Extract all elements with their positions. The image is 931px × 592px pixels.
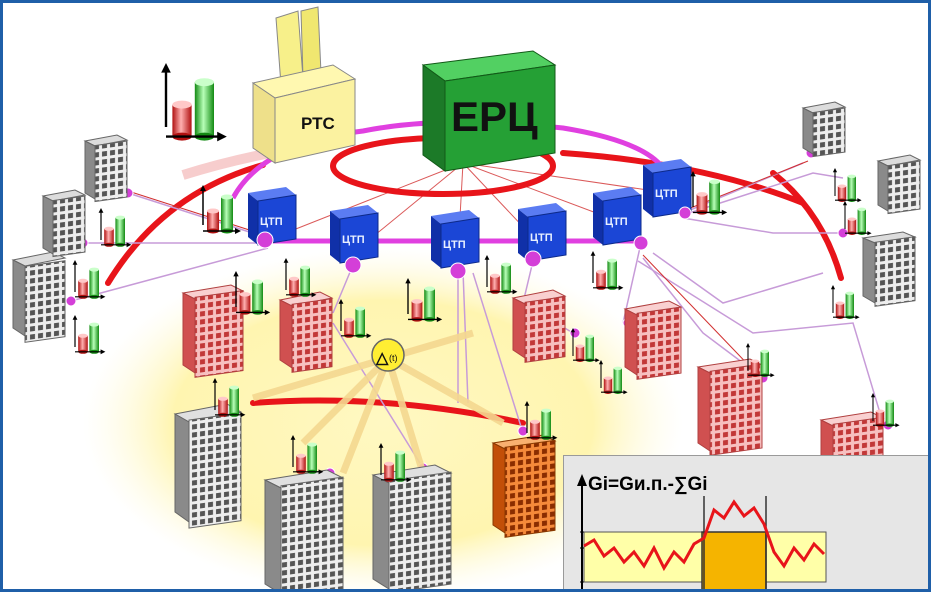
- building-icon: [861, 231, 917, 307]
- substation-icon: ЦТП: [593, 187, 642, 246]
- junction-dot-icon: [344, 256, 362, 274]
- delta-arg: (t): [389, 353, 398, 363]
- buildings-gray: [11, 101, 922, 589]
- substation-label: ЦТП: [443, 239, 466, 251]
- bar-chart-icon: [870, 393, 900, 428]
- substation-icon: ЦТП: [431, 210, 480, 269]
- bar-chart-icon: [570, 328, 600, 363]
- junction-dot-icon: [65, 295, 77, 307]
- building-icon: [11, 251, 67, 343]
- bar-chart-icon: [832, 168, 862, 203]
- bar-chart-icon: [161, 63, 227, 142]
- junction-dot-icon: [449, 262, 467, 280]
- bar-chart-icon: [842, 201, 872, 236]
- building-icon: [696, 358, 764, 456]
- bar-chart-icon: [98, 208, 132, 248]
- substation-label: ЦТП: [530, 232, 553, 244]
- building-icon: [41, 189, 87, 258]
- center-node: ЕРЦ: [421, 50, 557, 172]
- building-icon: [623, 300, 683, 380]
- bar-chart-icon: [72, 315, 106, 355]
- bar-chart-icon: [378, 443, 412, 483]
- substation-label: ЦТП: [260, 216, 283, 228]
- building-icon: [173, 403, 243, 529]
- building-icon: [263, 469, 345, 589]
- bar-chart-icon: [200, 185, 241, 234]
- junction-dot-icon: [256, 231, 274, 249]
- formula-text: Gi=Gи.п.-∑Gi: [588, 474, 708, 495]
- substation-label: ЦТП: [605, 216, 628, 228]
- building-icon: [83, 134, 129, 203]
- delta-sensor: △ (t): [252, 329, 505, 475]
- building-icon: [278, 291, 334, 373]
- delta-sensor-icon: [371, 338, 405, 372]
- building-icon: [801, 101, 847, 158]
- bar-chart-icon: [830, 285, 860, 320]
- bar-chart-icon: [598, 360, 628, 395]
- delta-symbol: △: [375, 350, 389, 367]
- bar-charts: [72, 63, 900, 483]
- building-orange: [491, 434, 557, 538]
- building-icon: [511, 289, 567, 363]
- deviation-block: [701, 531, 767, 589]
- bar-chart-icon: [524, 401, 558, 441]
- bar-chart-icon: [283, 258, 317, 298]
- bar-chart-icon: [405, 278, 443, 323]
- junction-dot-icon: [678, 206, 692, 220]
- boiler-plant: РТС: [251, 6, 357, 164]
- building-icon: [371, 464, 453, 589]
- bar-chart-icon: [233, 271, 271, 316]
- substation-icon: ЦТП: [643, 159, 692, 218]
- bar-chart-icon: [484, 255, 518, 295]
- bar-chart-icon: [690, 171, 728, 216]
- junction-dot-icon: [633, 235, 649, 251]
- bar-chart-icon: [745, 343, 775, 378]
- substation-label: ЦТП: [655, 188, 678, 200]
- bar-chart-icon: [72, 260, 106, 300]
- center-label: ЕРЦ: [451, 93, 538, 140]
- bar-chart-icon: [338, 299, 372, 339]
- boiler-label: РТС: [301, 114, 335, 133]
- bar-chart-icon: [212, 378, 246, 418]
- bar-chart-icon: [290, 435, 324, 475]
- substation-label: ЦТП: [342, 234, 365, 246]
- junction-dot-icon: [569, 327, 581, 339]
- building-icon: [181, 284, 245, 378]
- balance-graph: Gi=Gи.п.-∑Gi: [577, 474, 827, 589]
- substation-icon: ЦТП: [518, 203, 567, 262]
- substations: ЦТП ЦТП ЦТП ЦТП ЦТП ЦТП: [248, 159, 692, 269]
- building-icon: [876, 154, 922, 215]
- junction-dot-icon: [517, 425, 529, 437]
- bar-chart-icon: [590, 251, 624, 291]
- junction-dot-icon: [524, 250, 542, 268]
- formula-panel: Gi=Gи.п.-∑Gi: [563, 455, 928, 589]
- substation-icon: ЦТП: [330, 205, 379, 264]
- signal-line: [583, 499, 826, 572]
